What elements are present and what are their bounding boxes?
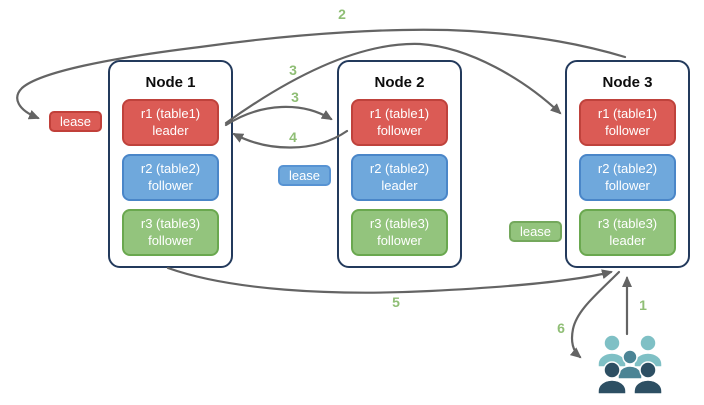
replica-role: follower bbox=[377, 122, 422, 138]
replica-role: leader bbox=[152, 122, 189, 138]
replica-name: r1 (table1) bbox=[369, 105, 430, 121]
node-1-replica-r2: r2 (table2) follower bbox=[122, 154, 219, 201]
node-1: Node 1 r1 (table1) leader r2 (table2) fo… bbox=[108, 60, 233, 268]
node-3-replica-r1: r1 (table1) follower bbox=[579, 99, 676, 146]
node-2-replica-r3: r3 (table3) follower bbox=[351, 209, 448, 256]
node-2: Node 2 r1 (table1) follower r2 (table2) … bbox=[337, 60, 462, 268]
lease-tag-table2: lease bbox=[278, 165, 331, 186]
replica-name: r3 (table3) bbox=[140, 215, 201, 231]
replica-name: r2 (table2) bbox=[597, 160, 658, 176]
step-label-2: 2 bbox=[338, 6, 346, 22]
step-label-3a: 3 bbox=[289, 62, 297, 78]
replica-role: follower bbox=[605, 122, 650, 138]
node-1-title: Node 1 bbox=[145, 74, 196, 91]
lease-tag-table1: lease bbox=[49, 111, 102, 132]
node-3: Node 3 r1 (table1) follower r2 (table2) … bbox=[565, 60, 690, 268]
users-group-icon bbox=[597, 334, 663, 395]
step-label-3b: 3 bbox=[291, 89, 299, 105]
replica-name: r1 (table1) bbox=[597, 105, 658, 121]
step-label-1: 1 bbox=[639, 297, 647, 313]
replica-name: r1 (table1) bbox=[140, 105, 201, 121]
replica-name: r2 (table2) bbox=[140, 160, 201, 176]
step-label-5: 5 bbox=[392, 294, 400, 310]
lease-tag-table3: lease bbox=[509, 221, 562, 242]
step-label-6: 6 bbox=[557, 320, 565, 336]
node-3-replica-r2: r2 (table2) follower bbox=[579, 154, 676, 201]
arrow-step-3-node1-to-node2 bbox=[224, 105, 333, 127]
node-3-replica-r3: r3 (table3) leader bbox=[579, 209, 676, 256]
node-3-title: Node 3 bbox=[602, 74, 653, 91]
replica-role: follower bbox=[148, 232, 193, 248]
replica-role: follower bbox=[605, 177, 650, 193]
node-1-replica-r3: r3 (table3) follower bbox=[122, 209, 219, 256]
node-1-replica-r1: r1 (table1) leader bbox=[122, 99, 219, 146]
replica-role: leader bbox=[609, 232, 646, 248]
step-label-4: 4 bbox=[289, 129, 297, 145]
node-2-title: Node 2 bbox=[374, 74, 425, 91]
replica-name: r3 (table3) bbox=[369, 215, 430, 231]
replica-role: follower bbox=[148, 177, 193, 193]
replica-role: leader bbox=[381, 177, 418, 193]
node-2-replica-r2: r2 (table2) leader bbox=[351, 154, 448, 201]
replica-name: r2 (table2) bbox=[369, 160, 430, 176]
arrow-step-5-node1-to-node3 bbox=[166, 266, 613, 294]
replica-role: follower bbox=[377, 232, 422, 248]
node-2-replica-r1: r1 (table1) follower bbox=[351, 99, 448, 146]
replica-name: r3 (table3) bbox=[597, 215, 658, 231]
